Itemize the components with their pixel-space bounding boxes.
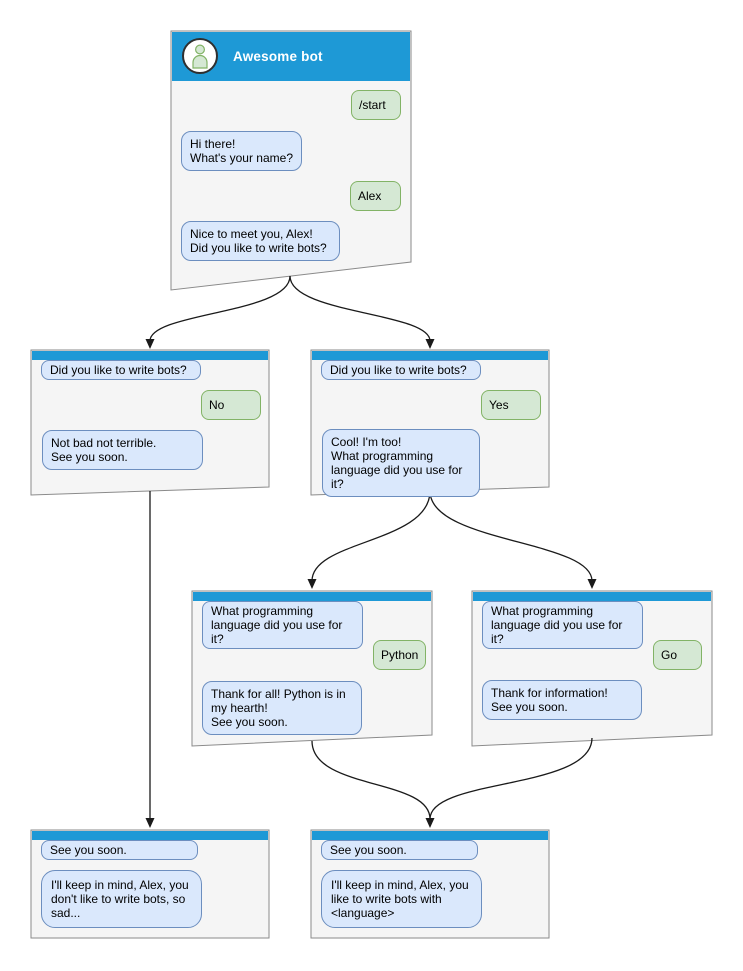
chat-window-header: Awesome bot xyxy=(172,32,410,81)
arrowhead xyxy=(425,818,435,828)
bot-message-bubble: See you soon. xyxy=(41,840,198,860)
connector-start-to-branch-yes xyxy=(289,275,431,342)
chat-window-header xyxy=(312,831,548,840)
chat-window-branch-yes: Did you like to write bots? Yes Cool! I'… xyxy=(311,350,549,497)
chat-window-branch-no: Did you like to write bots? No Not bad n… xyxy=(31,350,269,496)
chat-window-header xyxy=(312,351,548,360)
chat-window-lang-python: What programming language did you use fo… xyxy=(192,591,432,746)
bot-message-bubble: What programming language did you use fo… xyxy=(202,601,363,649)
bot-message-bubble: I'll keep in mind, Alex, you like to wri… xyxy=(321,870,482,928)
user-message-bubble: No xyxy=(201,390,261,420)
bot-title: Awesome bot xyxy=(233,49,323,64)
user-message-bubble: Yes xyxy=(481,390,541,420)
bot-message-bubble: Not bad not terrible. See you soon. xyxy=(42,430,203,470)
arrowhead xyxy=(587,579,597,589)
person-icon xyxy=(192,44,208,69)
chat-window-bye-yes: See you soon. I'll keep in mind, Alex, y… xyxy=(311,830,549,938)
arrowhead xyxy=(425,339,435,349)
arrowhead xyxy=(145,818,155,828)
user-message-bubble: Python xyxy=(373,640,426,670)
chat-window-header xyxy=(32,831,268,840)
chat-window-header xyxy=(193,592,431,601)
user-message-bubble: /start xyxy=(351,90,401,120)
bot-message-bubble: Thank for all! Python is in my hearth! S… xyxy=(202,681,362,735)
bot-message-bubble: See you soon. xyxy=(321,840,478,860)
bot-message-bubble: I'll keep in mind, Alex, you don't like … xyxy=(41,870,202,928)
connector-branch-yes-to-lang-go xyxy=(429,490,593,582)
connector-lang-go-to-bye-yes xyxy=(429,737,593,820)
bot-message-bubble: Nice to meet you, Alex! Did you like to … xyxy=(181,221,340,261)
bot-message-bubble: What programming language did you use fo… xyxy=(482,601,643,649)
chat-window-bye-no: See you soon. I'll keep in mind, Alex, y… xyxy=(31,830,269,938)
bot-avatar xyxy=(182,38,218,74)
bot-message-bubble: Thank for information! See you soon. xyxy=(482,680,642,720)
bot-message-bubble: Did you like to write bots? xyxy=(321,360,481,380)
connector-start-to-branch-no xyxy=(149,275,291,342)
chat-window-header xyxy=(473,592,711,601)
bot-message-bubble: Did you like to write bots? xyxy=(41,360,201,380)
chat-window-header xyxy=(32,351,268,360)
arrowhead xyxy=(307,579,317,589)
user-message-bubble: Alex xyxy=(350,181,401,211)
user-message-bubble: Go xyxy=(653,640,702,670)
connector-lang-python-to-bye-yes xyxy=(311,740,431,820)
connector-branch-yes-to-lang-python xyxy=(311,490,431,582)
bot-message-bubble: Cool! I'm too! What programming language… xyxy=(322,429,480,497)
arrowhead xyxy=(145,339,155,349)
chat-window-lang-go: What programming language did you use fo… xyxy=(472,591,712,746)
chat-window-start: Awesome bot /start Hi there! What's your… xyxy=(171,31,411,291)
bot-message-bubble: Hi there! What's your name? xyxy=(181,131,302,171)
